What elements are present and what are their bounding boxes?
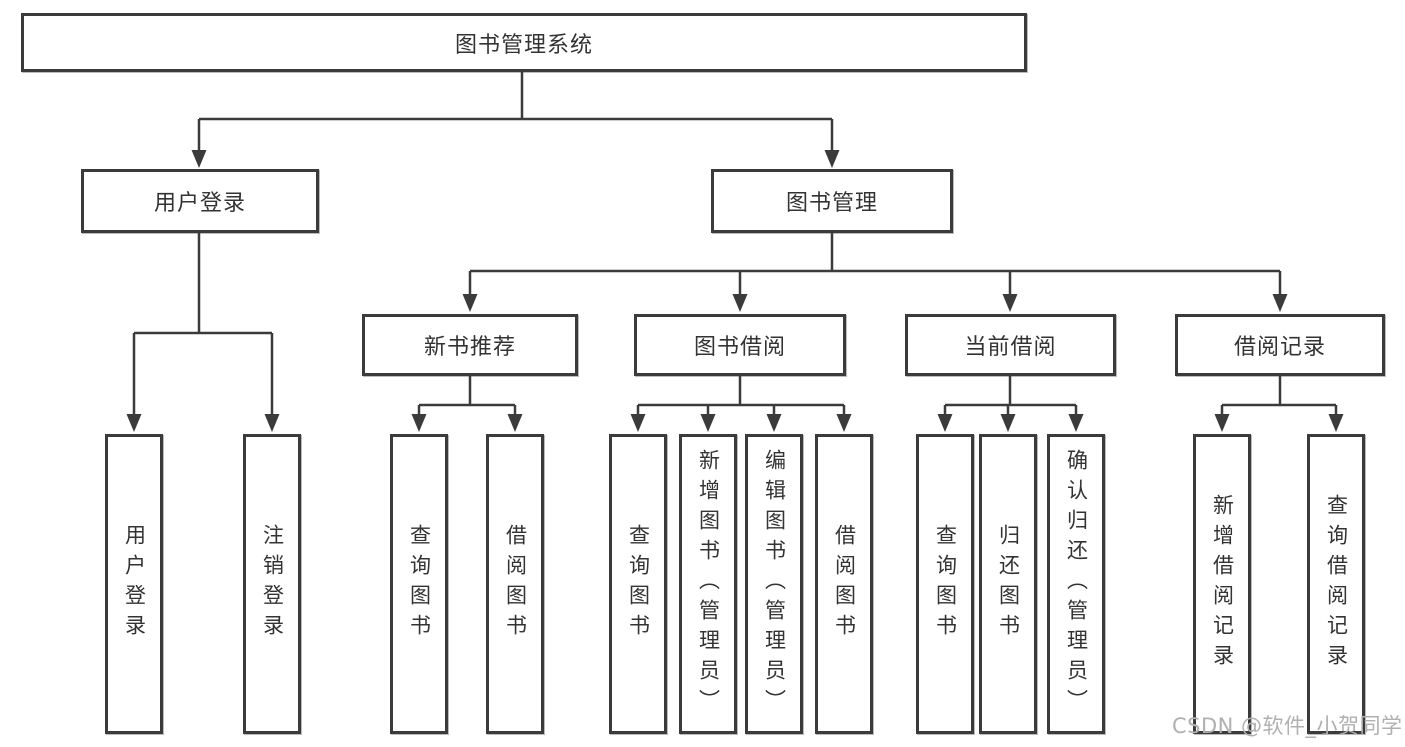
leaf-borrow-add-admin: 新增图书（管理员） bbox=[679, 434, 737, 734]
leaf-user-login: 用户登录 bbox=[105, 434, 163, 734]
node-library-system: 图书管理系统 bbox=[21, 13, 1027, 72]
leaf-logout-label: 注销登录 bbox=[260, 524, 285, 644]
leaf-record-add-label: 新增借阅记录 bbox=[1210, 494, 1235, 674]
leaf-record-add: 新增借阅记录 bbox=[1193, 434, 1251, 734]
leaf-newbook-borrow-label: 借阅图书 bbox=[503, 524, 528, 644]
leaf-borrow-query-label: 查询图书 bbox=[626, 524, 651, 644]
leaf-current-confirm-admin-label: 确认归还（管理员） bbox=[1064, 449, 1089, 719]
node-user-login: 用户登录 bbox=[81, 169, 319, 233]
node-current-borrow: 当前借阅 bbox=[905, 314, 1116, 376]
node-new-book-recommend: 新书推荐 bbox=[362, 314, 578, 376]
leaf-current-return: 归还图书 bbox=[979, 434, 1037, 734]
leaf-current-confirm-admin: 确认归还（管理员） bbox=[1047, 434, 1105, 734]
leaf-user-login-label: 用户登录 bbox=[122, 524, 147, 644]
leaf-borrow-add-admin-label: 新增图书（管理员） bbox=[696, 449, 721, 719]
leaf-record-query-label: 查询借阅记录 bbox=[1324, 494, 1349, 674]
node-book-management: 图书管理 bbox=[711, 169, 953, 233]
node-borrow-record: 借阅记录 bbox=[1175, 314, 1385, 376]
node-book-borrow: 图书借阅 bbox=[634, 314, 846, 376]
leaf-newbook-borrow: 借阅图书 bbox=[486, 434, 544, 734]
leaf-borrow-query: 查询图书 bbox=[609, 434, 667, 734]
leaf-current-query-label: 查询图书 bbox=[933, 524, 958, 644]
leaf-newbook-query: 查询图书 bbox=[390, 434, 448, 734]
leaf-current-return-label: 归还图书 bbox=[996, 524, 1021, 644]
leaf-current-query: 查询图书 bbox=[916, 434, 974, 734]
leaf-record-query: 查询借阅记录 bbox=[1307, 434, 1365, 734]
leaf-logout: 注销登录 bbox=[243, 434, 301, 734]
leaf-newbook-query-label: 查询图书 bbox=[407, 524, 432, 644]
leaf-borrow-book-label: 借阅图书 bbox=[832, 524, 857, 644]
leaf-borrow-edit-admin-label: 编辑图书（管理员） bbox=[762, 449, 787, 719]
csdn-watermark: CSDN @软件_小贺同学 bbox=[1172, 714, 1403, 738]
leaf-borrow-edit-admin: 编辑图书（管理员） bbox=[745, 434, 803, 734]
leaf-borrow-book: 借阅图书 bbox=[815, 434, 873, 734]
